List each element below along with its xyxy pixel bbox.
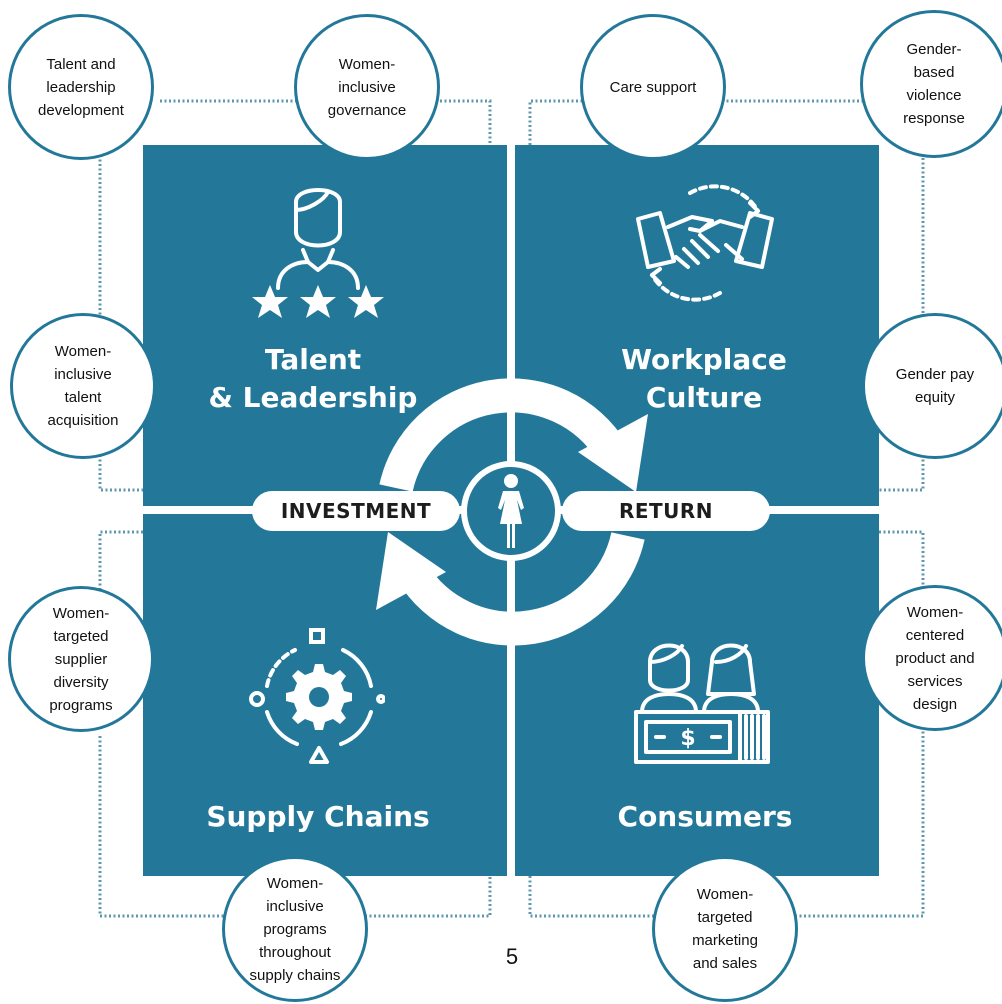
bubble-care-support: Care support xyxy=(580,14,726,160)
quadrant-supply-chains: Supply Chains xyxy=(143,514,507,876)
bubble-women-centered-product-design: Women- centered product and services des… xyxy=(862,585,1002,731)
return-label: RETURN xyxy=(618,499,714,523)
connector-left-lower-top xyxy=(98,530,143,590)
woman-figure-icon xyxy=(498,474,524,548)
bubble-gender-pay-equity: Gender pay equity xyxy=(862,313,1002,459)
quadrant-title-consumers: Consumers xyxy=(617,800,793,833)
quadrant-workplace-culture: Workplace Culture xyxy=(515,145,879,506)
bubble-women-inclusive-supply-chain-programs: Women- inclusive programs throughout sup… xyxy=(222,856,368,1002)
quadrant-talent-leadership: Talent & Leadership xyxy=(143,145,507,506)
svg-text:$: $ xyxy=(680,726,695,751)
connector-bottom-left-right xyxy=(365,876,492,918)
investment-label: INVESTMENT xyxy=(280,499,432,523)
bubble-women-inclusive-governance: Women- inclusive governance xyxy=(294,14,440,160)
bubble-talent-leadership-development: Talent and leadership development xyxy=(8,14,154,160)
bubble-women-targeted-supplier-diversity: Women- targeted supplier diversity progr… xyxy=(8,586,154,732)
connector-bottom-right xyxy=(795,720,925,918)
woman-rating-stars-icon xyxy=(252,188,384,318)
consumers-cash-icon: $ xyxy=(634,643,770,764)
connector-top-left-right xyxy=(440,99,492,145)
connector-right-lower-top xyxy=(879,530,925,585)
gear-cycle-icon xyxy=(249,628,385,764)
quadrant-title-supply-chains: Supply Chains xyxy=(206,800,430,833)
quadrant-title-talent-leadership: Talent & Leadership xyxy=(208,343,418,414)
return-pill: RETURN xyxy=(562,491,770,531)
investment-pill: INVESTMENT xyxy=(252,491,460,531)
connector-right-mid xyxy=(879,455,925,492)
page-number: 5 xyxy=(505,944,519,969)
connector-left-lower xyxy=(98,736,225,918)
connector-left-mid xyxy=(98,455,143,492)
bubble-gender-based-violence-response: Gender- based violence response xyxy=(860,10,1002,158)
quadrant-consumers: $ Consumers xyxy=(515,514,879,876)
quadrant-title-workplace-culture: Workplace Culture xyxy=(621,343,787,414)
connector-bottom-right-left xyxy=(528,876,655,918)
bubble-women-targeted-marketing: Women- targeted marketing and sales xyxy=(652,856,798,1002)
connector-top-right-left xyxy=(528,99,582,145)
handshake-icon xyxy=(636,184,774,302)
bubble-women-inclusive-talent-acquisition: Women- inclusive talent acquisition xyxy=(10,313,156,459)
